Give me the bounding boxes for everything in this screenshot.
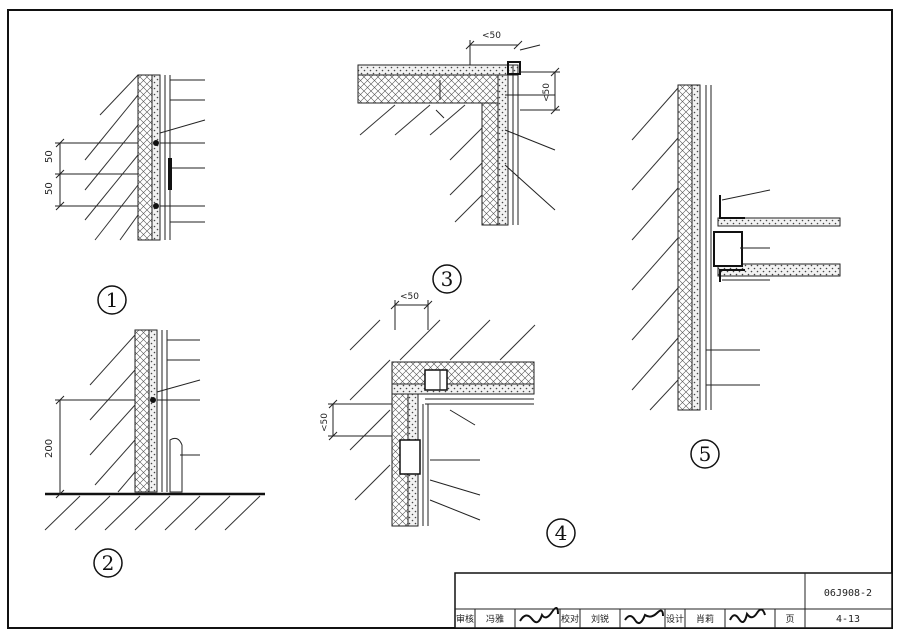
detail-3: <50 <50 3 [357,31,560,294]
detail-5-leaders [706,189,771,386]
detail-1-callout-circle [97,285,127,315]
title-block: 06J908-2 4-13 审核 冯雅 校对 刘锐 设计 肖莉 页 [454,572,893,629]
detail-1-dim-bottom: 50 [44,182,55,195]
detail-5-board [691,84,701,411]
detail-5-partition-top-board [717,217,841,227]
detail-1-dim-top: 50 [44,150,55,163]
detail-4-dimension-top: <50 [390,292,433,330]
detail-2-floor-hatch [44,495,261,531]
detail-4-dim-side: <50 [320,413,330,432]
detail-1-joint [168,158,172,190]
page-number: 4-13 [836,614,860,625]
detail-4-board-horizontal [391,383,535,395]
detail-4-wall-hatch [349,319,536,501]
detail-3-corner-angle [507,61,521,75]
detail-4-joint-block-side [399,439,421,475]
detail-3-insulation-vertical [481,102,499,226]
detail-3-dim-side: <50 [542,83,552,102]
detail-4-joint-block-top [424,369,448,391]
detail-4-callout-circle [546,518,576,548]
detail-3-leaders [435,44,556,211]
reviewer-signature [519,607,559,624]
detail-1-board [151,74,161,241]
detail-3-board-vertical [497,74,509,226]
detail-1-anchor-top [153,140,159,146]
detail-4-dimension-side: <50 [320,399,392,441]
detail-5-insulation [677,84,693,411]
detail-2-anchor [150,397,156,403]
detail-3-dimension-top: <50 [465,31,523,65]
detail-1-insulation [137,74,153,241]
detail-2-skirting [169,437,183,493]
design-label: 设计 [666,613,684,625]
detail-5-angle-top [719,195,745,219]
detail-3-number: 3 [441,267,454,291]
designer-signature [729,608,766,624]
detail-4-leaders [429,370,481,521]
detail-4-dim-top: <50 [400,292,419,302]
detail-4-number: 4 [555,521,568,545]
detail-3-insulation-horizontal [357,74,499,104]
detail-3-callout-circle [432,264,462,294]
detail-3-dimension-side: <50 [520,67,560,115]
detail-5-wall-hatch [631,87,679,411]
detail-1-dimension: 50 50 [44,138,138,211]
sheet-border [7,9,893,629]
detail-3-wall-hatch [359,104,483,223]
detail-2-dim: 200 [44,439,55,458]
check-label: 校对 [561,613,579,625]
detail-2-leaders [156,339,201,456]
detail-3-board-horizontal [357,64,519,76]
review-label: 审核 [456,613,474,625]
detail-1-anchor-bottom [153,203,159,209]
checker-name: 刘锐 [591,613,609,625]
drawing-number: 06J908-2 [824,588,872,599]
detail-5-number: 5 [699,442,712,466]
detail-1-wall-hatch [84,74,139,241]
designer-name: 肖莉 [696,613,714,625]
detail-2-board [148,329,158,493]
detail-2: 200 2 [44,329,265,578]
detail-4-insulation-horizontal [391,361,535,385]
detail-2-wall-hatch [89,334,136,493]
detail-4: <50 <50 4 [320,292,576,548]
detail-5-angle-bottom [719,269,745,282]
detail-5-callout-circle [690,439,720,469]
detail-2-insulation [134,329,150,493]
detail-5-connector [713,231,743,267]
detail-2-number: 2 [102,551,115,575]
detail-1: 50 50 1 [44,74,206,315]
reviewer-name: 冯雅 [486,613,504,625]
detail-1-leaders [159,79,206,223]
detail-5: 5 [631,84,841,469]
page-label: 页 [785,614,794,625]
detail-3-dim-top: <50 [482,31,501,41]
detail-2-callout-circle [93,548,123,578]
checker-signature [624,609,664,625]
detail-1-number: 1 [106,288,119,312]
detail-2-dimension: 200 [44,395,135,499]
